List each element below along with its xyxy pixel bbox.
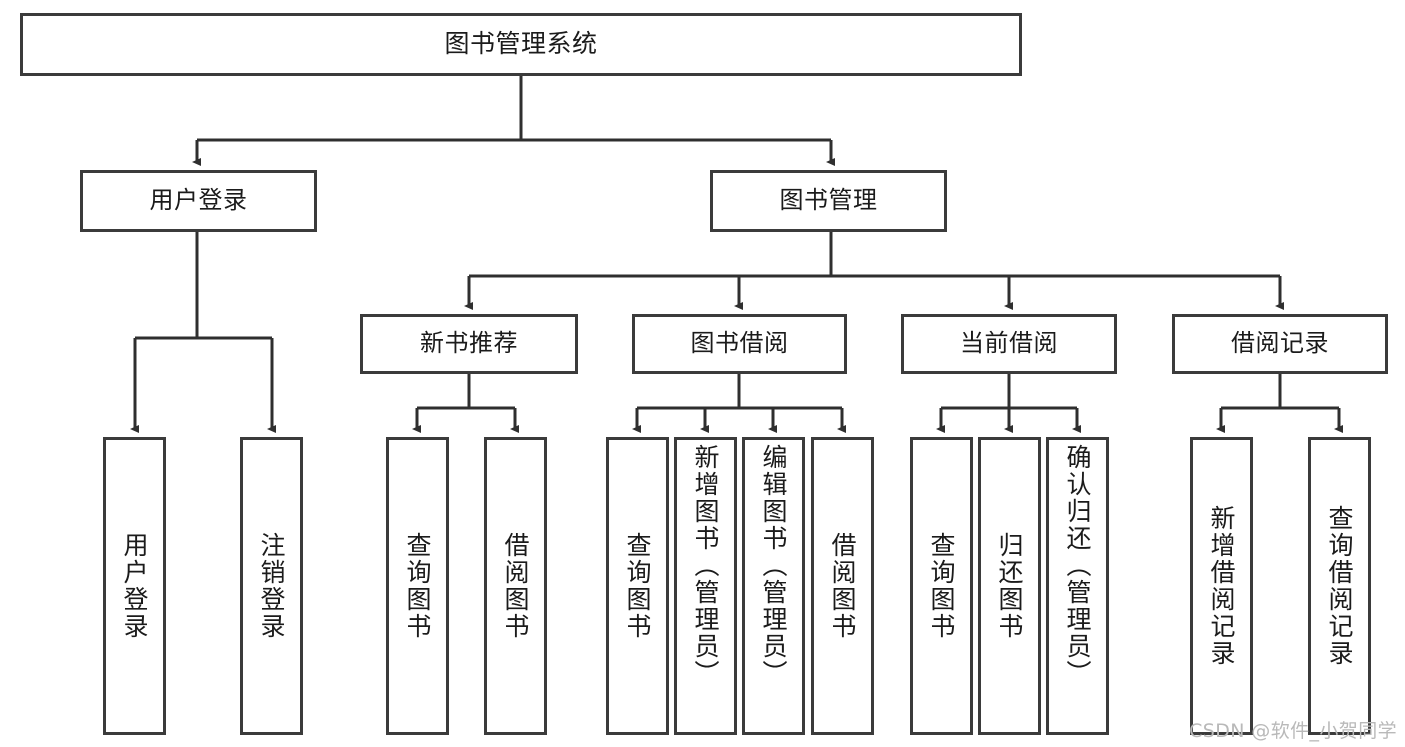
node-label: 用户登录: [149, 186, 248, 215]
node-user-login[interactable]: 用户登录: [80, 170, 317, 232]
leaf-confirm-return-admin[interactable]: 确认归还（管理员）: [1046, 437, 1109, 735]
node-label: 借阅图书: [501, 532, 530, 640]
node-current-borrow[interactable]: 当前借阅: [901, 314, 1117, 374]
node-book-borrow[interactable]: 图书借阅: [632, 314, 847, 374]
leaf-borrow-book-recommend[interactable]: 借阅图书: [484, 437, 547, 735]
leaf-logout-login[interactable]: 注销登录: [240, 437, 303, 735]
leaf-add-borrow-record[interactable]: 新增借阅记录: [1190, 437, 1253, 735]
node-label: 图书管理: [779, 186, 878, 215]
node-label: 借阅图书: [828, 532, 857, 640]
csdn-watermark: CSDN @软件_小贺同学: [1189, 720, 1397, 742]
leaf-query-book-current[interactable]: 查询图书: [910, 437, 973, 735]
leaf-user-login[interactable]: 用户登录: [103, 437, 166, 735]
node-label: 查询图书: [623, 532, 652, 640]
node-label: 确认归还（管理员）: [1063, 444, 1092, 687]
node-borrow-record[interactable]: 借阅记录: [1172, 314, 1388, 374]
node-label: 查询图书: [927, 532, 956, 640]
leaf-query-borrow-record[interactable]: 查询借阅记录: [1308, 437, 1371, 735]
node-label: 注销登录: [257, 532, 286, 640]
leaf-return-book[interactable]: 归还图书: [978, 437, 1041, 735]
node-label: 新增借阅记录: [1207, 505, 1236, 667]
node-label: 查询图书: [403, 532, 432, 640]
node-label: 图书借阅: [690, 329, 789, 358]
leaf-add-book-admin[interactable]: 新增图书（管理员）: [674, 437, 737, 735]
node-label: 新增图书（管理员）: [691, 444, 720, 687]
node-label: 新书推荐: [420, 329, 518, 358]
leaf-query-book-recommend[interactable]: 查询图书: [386, 437, 449, 735]
leaf-query-book-borrow[interactable]: 查询图书: [606, 437, 669, 735]
node-book-management[interactable]: 图书管理: [710, 170, 947, 232]
node-label: 编辑图书（管理员）: [759, 444, 788, 687]
leaf-edit-book-admin[interactable]: 编辑图书（管理员）: [742, 437, 805, 735]
node-label: 借阅记录: [1231, 329, 1329, 358]
node-new-book-recommend[interactable]: 新书推荐: [360, 314, 578, 374]
node-label: 图书管理系统: [444, 29, 598, 59]
leaf-borrow-book[interactable]: 借阅图书: [811, 437, 874, 735]
node-label: 用户登录: [120, 532, 149, 640]
node-label: 当前借阅: [960, 329, 1058, 358]
node-label: 归还图书: [995, 532, 1024, 640]
node-label: 查询借阅记录: [1325, 505, 1354, 667]
node-root-system[interactable]: 图书管理系统: [20, 13, 1022, 76]
